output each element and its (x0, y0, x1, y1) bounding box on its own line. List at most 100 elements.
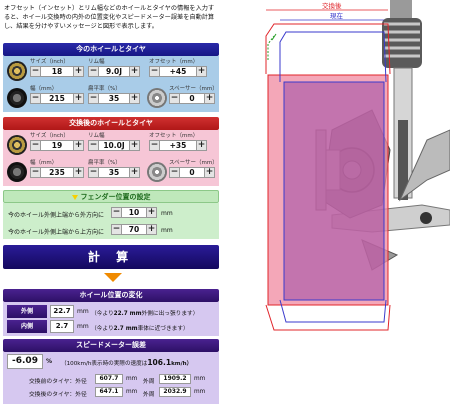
increment-button[interactable]: + (129, 167, 140, 178)
replacement-wheel-panel: サイズ（inch） − 19 + リム幅 − 10.0J + オフセット（mm）… (3, 130, 219, 186)
outer-message-post: 外側に出っ張ります） (141, 311, 199, 317)
decrement-button[interactable]: − (169, 93, 180, 104)
outer-message-value: 22.7 mm (113, 311, 142, 317)
increment-button[interactable]: + (204, 167, 215, 178)
increment-button[interactable]: + (129, 140, 140, 151)
replacement-rim-value[interactable]: 10.0J (99, 140, 129, 151)
replacement-spacer-value[interactable]: 0 (180, 167, 204, 178)
decrement-button[interactable]: − (30, 140, 41, 151)
increment-button[interactable]: + (146, 224, 157, 235)
current-offset-value[interactable]: +45 (160, 66, 196, 77)
tire-icon (7, 88, 27, 108)
speed-error-value: -6.09 (7, 354, 43, 369)
current-width-value[interactable]: 215 (41, 93, 73, 104)
width-label: 幅（mm） (30, 160, 58, 166)
after-tire-outline (265, 23, 391, 331)
after-label: 交換後 (322, 1, 342, 10)
outer-value: 22.7 (50, 305, 74, 318)
increment-button[interactable]: + (73, 140, 84, 151)
decrement-button[interactable]: − (149, 66, 160, 77)
fender-outward-value[interactable]: 10 (122, 207, 146, 218)
increment-button[interactable]: + (204, 93, 215, 104)
replacement-aspect-stepper[interactable]: − 35 + (88, 167, 140, 178)
increment-button[interactable]: + (129, 66, 140, 77)
increment-button[interactable]: + (196, 66, 207, 77)
decrement-button[interactable]: − (30, 93, 41, 104)
decrement-button[interactable]: − (30, 167, 41, 178)
fender-outward-stepper[interactable]: − 10 + (111, 207, 157, 218)
decrement-button[interactable]: − (88, 140, 99, 151)
current-spacer-value[interactable]: 0 (180, 93, 204, 104)
intro-text: オフセット（インセット）とリム幅などのホイールとタイヤの情報を入力すると、ホイー… (4, 5, 215, 30)
increment-button[interactable]: + (129, 93, 140, 104)
increment-button[interactable]: + (73, 167, 84, 178)
spacer-label: スペーサー（mm） (169, 86, 218, 92)
after-circ-unit: mm (194, 389, 206, 395)
spacer-label: スペーサー（mm） (169, 160, 218, 166)
wheel-icon (7, 135, 27, 155)
current-size-stepper[interactable]: − 18 + (30, 66, 84, 77)
replacement-aspect-value[interactable]: 35 (99, 167, 129, 178)
size-label: サイズ（inch） (30, 133, 69, 139)
current-wheel-area (283, 81, 385, 301)
current-wheel-panel: サイズ（inch） − 18 + リム幅 − 9.0J + オフセット（mm） … (3, 56, 219, 112)
decrement-button[interactable]: − (88, 167, 99, 178)
current-rim-stepper[interactable]: − 9.0J + (88, 66, 140, 77)
speedometer-panel: -6.09 % （100km/h表示時の実際の速度は106.1km/h） 交換前… (3, 352, 219, 404)
tire-icon (7, 162, 27, 182)
speed-message-value: 106.1 (147, 358, 172, 367)
replacement-spacer-stepper[interactable]: − 0 + (169, 167, 215, 178)
decrement-button[interactable]: − (111, 224, 122, 235)
replacement-size-value[interactable]: 19 (41, 140, 73, 151)
fender-upward-unit: mm (161, 227, 173, 234)
replacement-width-stepper[interactable]: − 235 + (30, 167, 84, 178)
fender-header-title: フェンダー位置の設定 (80, 193, 151, 201)
replacement-offset-stepper[interactable]: − +35 + (149, 140, 207, 151)
increment-button[interactable]: + (73, 93, 84, 104)
inner-message: （今より2.7 mm車体に近づきます） (91, 323, 189, 332)
speed-message-post: km/h） (171, 361, 193, 367)
fender-panel: 今のホイール外側上端から外方向に − 10 + mm 今のホイール外側上端から上… (3, 203, 219, 239)
inner-value: 2.7 (50, 320, 74, 333)
decrement-button[interactable]: − (111, 207, 122, 218)
decrement-button[interactable]: − (88, 93, 99, 104)
fender-upward-stepper[interactable]: − 70 + (111, 224, 157, 235)
inner-message-value: 2.7 mm (113, 326, 138, 332)
increment-button[interactable]: + (196, 140, 207, 151)
before-outer-value: 607.7 (95, 374, 123, 384)
replacement-size-stepper[interactable]: − 19 + (30, 140, 84, 151)
fender-marker (267, 35, 275, 60)
speedometer-header: スピードメーター誤差 (3, 339, 219, 352)
decrement-button[interactable]: − (149, 140, 160, 151)
wheel-position-diagram: 交換後 現在 (222, 0, 450, 406)
speed-error-unit: % (46, 358, 53, 365)
current-width-stepper[interactable]: − 215 + (30, 93, 84, 104)
diagram-svg: 交換後 現在 (265, 0, 450, 331)
fender-header: フェンダー位置の設定 (3, 190, 219, 203)
decrement-button[interactable]: − (30, 66, 41, 77)
increment-button[interactable]: + (73, 66, 84, 77)
offset-label: オフセット（mm） (149, 133, 199, 139)
current-spacer-stepper[interactable]: − 0 + (169, 93, 215, 104)
replacement-width-value[interactable]: 235 (41, 167, 73, 178)
current-aspect-value[interactable]: 35 (99, 93, 129, 104)
current-wheel-header: 今のホイールとタイヤ (3, 43, 219, 56)
increment-button[interactable]: + (146, 207, 157, 218)
fender-outward-label: 今のホイール外側上端から外方向に (8, 212, 105, 219)
fender-upward-value[interactable]: 70 (122, 224, 146, 235)
replacement-rim-stepper[interactable]: − 10.0J + (88, 140, 140, 151)
replacement-offset-value[interactable]: +35 (160, 140, 196, 151)
decrement-button[interactable]: − (169, 167, 180, 178)
offset-label: オフセット（mm） (149, 59, 199, 65)
current-size-value[interactable]: 18 (41, 66, 73, 77)
aspect-label: 扁平率（%） (88, 160, 121, 166)
current-aspect-stepper[interactable]: − 35 + (88, 93, 140, 104)
calculate-button[interactable]: 計 算 (3, 245, 219, 269)
size-label: サイズ（inch） (30, 59, 69, 65)
decrement-button[interactable]: − (88, 66, 99, 77)
current-rim-value[interactable]: 9.0J (99, 66, 129, 77)
outer-message: （今より22.7 mm外側に出っ張ります） (91, 308, 198, 317)
calculator-panel: オフセット（インセット）とリム幅などのホイールとタイヤの情報を入力すると、ホイー… (0, 0, 222, 406)
after-tire-label: 交換後のタイヤ：外径 (29, 392, 87, 398)
current-offset-stepper[interactable]: − +45 + (149, 66, 207, 77)
